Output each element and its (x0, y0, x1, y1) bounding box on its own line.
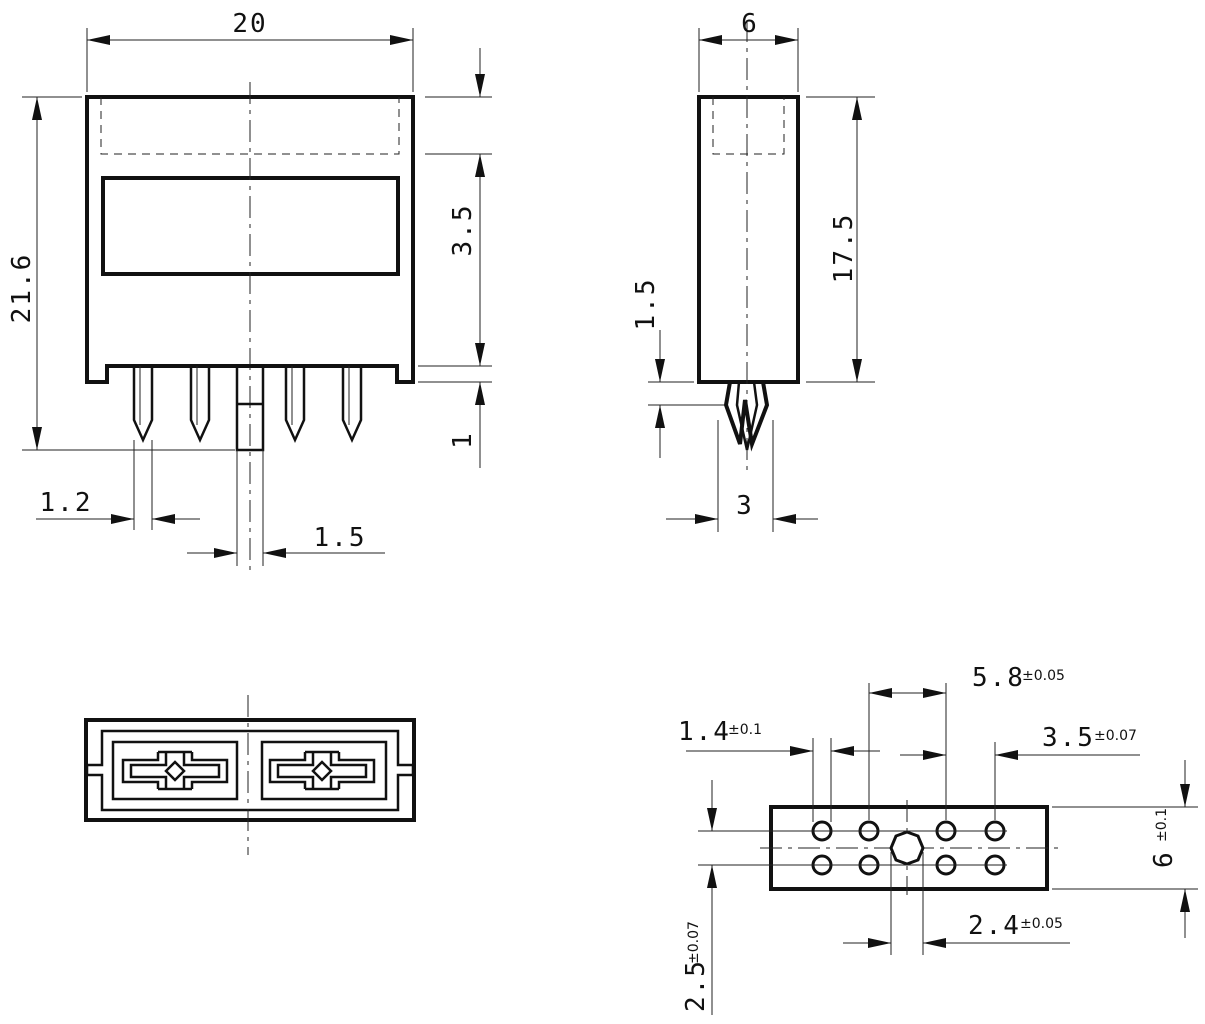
bottom-socket-left (111, 740, 239, 801)
dim-pin-length: 1 (448, 431, 478, 449)
front-body-outline (85, 95, 415, 384)
pcb-layout: 5.8 ±0.05 1.4 ±0.1 3.5 ±0.07 6 ±0.1 (678, 663, 1198, 1015)
front-pin (284, 366, 306, 444)
side-hidden-line (712, 97, 785, 155)
dim-width: 20 (232, 9, 267, 39)
dim-pcb-height-tol: ±0.1 (1154, 808, 1170, 842)
side-body-outline (697, 95, 800, 384)
dim-pitch-outer: 3.5 (1042, 723, 1095, 753)
front-pins (132, 364, 363, 452)
dim-pin-width: 1.2 (40, 488, 93, 518)
dim-height: 21.6 (7, 253, 37, 324)
dim-side-width: 6 (741, 9, 759, 39)
front-pin (189, 366, 211, 444)
bottom-view (84, 695, 416, 855)
side-pins (723, 381, 770, 452)
front-view: 20 21.6 3.5 1 1.2 (7, 9, 492, 570)
dim-side-pin-offset: 1.5 (631, 278, 661, 331)
dim-hole-dia-tol: ±0.1 (728, 722, 762, 738)
front-pin (132, 366, 154, 444)
dim-side-pin-span: 3 (736, 491, 754, 521)
dim-pitch-main: 5.8 (972, 663, 1025, 693)
side-view: 6 17.5 1.5 3 (631, 9, 875, 532)
dim-window-offset: 3.5 (448, 204, 478, 257)
pcb-holes (810, 820, 1007, 876)
dim-pitch-main-tol: ±0.05 (1022, 668, 1065, 684)
dim-row-pitch-tol: ±0.07 (686, 921, 702, 964)
dim-center-hole: 2.4 (968, 911, 1021, 941)
front-key-post (235, 364, 265, 452)
dim-center-hole-tol: ±0.05 (1020, 916, 1063, 932)
front-hidden-line (100, 97, 400, 155)
dim-pcb-height: 6 (1149, 850, 1179, 868)
dim-hole-dia: 1.4 (678, 717, 731, 747)
dim-pitch-outer-tol: ±0.07 (1094, 728, 1137, 744)
bottom-socket-right (260, 740, 388, 801)
front-pin (341, 366, 363, 444)
dim-side-body-height: 17.5 (829, 213, 859, 284)
dim-row-pitch: 2.5 (681, 959, 711, 1012)
dim-key-width: 1.5 (314, 523, 367, 553)
pcb-center-hole (889, 830, 925, 866)
